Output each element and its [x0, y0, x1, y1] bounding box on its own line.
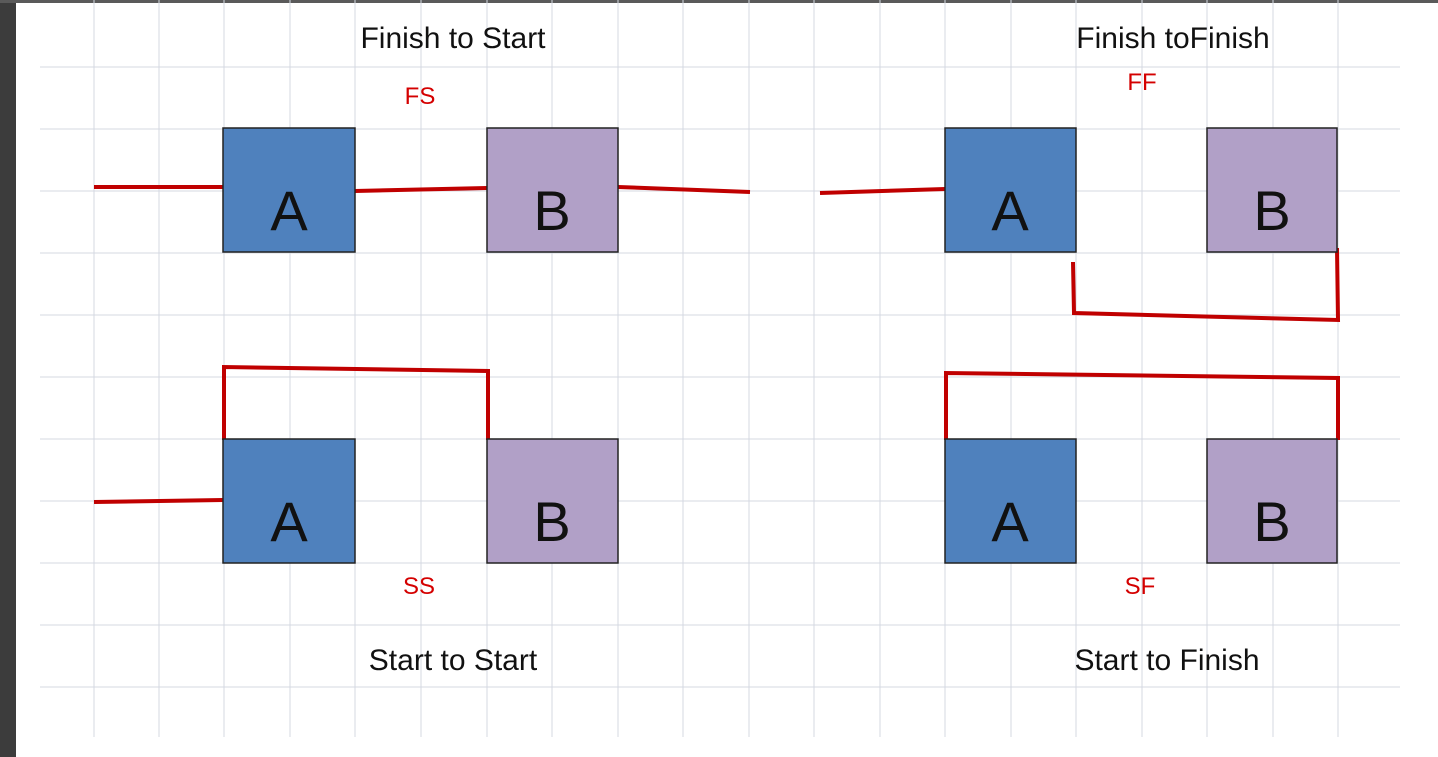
ss-title: Start to Start	[369, 644, 538, 677]
ss-code: SS	[403, 573, 435, 600]
sf-link	[944, 370, 1340, 440]
ff-box-a-label: A	[991, 179, 1029, 242]
quadrant-finish-to-start: Finish to Start FS A B	[94, 22, 751, 253]
ff-title: Finish toFinish	[1076, 22, 1269, 55]
sf-code: SF	[1125, 573, 1156, 600]
fs-box-b	[486, 127, 619, 253]
fs-box-a	[222, 127, 356, 253]
ss-box-b	[486, 438, 619, 564]
fs-title: Finish to Start	[360, 22, 546, 55]
ff-code: FF	[1127, 69, 1156, 96]
quadrant-finish-to-finish: Finish toFinish FF A B	[819, 22, 1341, 323]
fs-link-out	[617, 185, 751, 194]
ff-link-in	[819, 187, 946, 195]
sf-box-b-label: B	[1253, 490, 1290, 553]
sf-box-b	[1206, 438, 1338, 564]
window-top-border	[0, 0, 1438, 3]
sf-box-a-label: A	[991, 490, 1029, 553]
quadrant-start-to-start: A B SS Start to Start	[93, 364, 619, 677]
fs-link-ab	[354, 186, 488, 193]
ss-box-a	[222, 438, 356, 564]
sf-box-a	[944, 438, 1077, 564]
sf-title: Start to Finish	[1074, 644, 1259, 677]
fs-code: FS	[405, 83, 436, 110]
ff-box-a	[944, 127, 1077, 253]
ss-link-start	[222, 364, 490, 440]
ss-link-in	[93, 498, 224, 504]
window-left-border	[0, 0, 16, 757]
ss-box-a-label: A	[270, 490, 308, 553]
fs-box-b-label: B	[533, 179, 570, 242]
ss-box-b-label: B	[533, 490, 570, 553]
ff-box-b-label: B	[1253, 179, 1290, 242]
ff-link-finish	[1071, 247, 1341, 323]
ff-box-b	[1206, 127, 1338, 253]
fs-box-a-label: A	[270, 179, 308, 242]
quadrant-start-to-finish: A B SF Start to Finish	[944, 370, 1340, 677]
